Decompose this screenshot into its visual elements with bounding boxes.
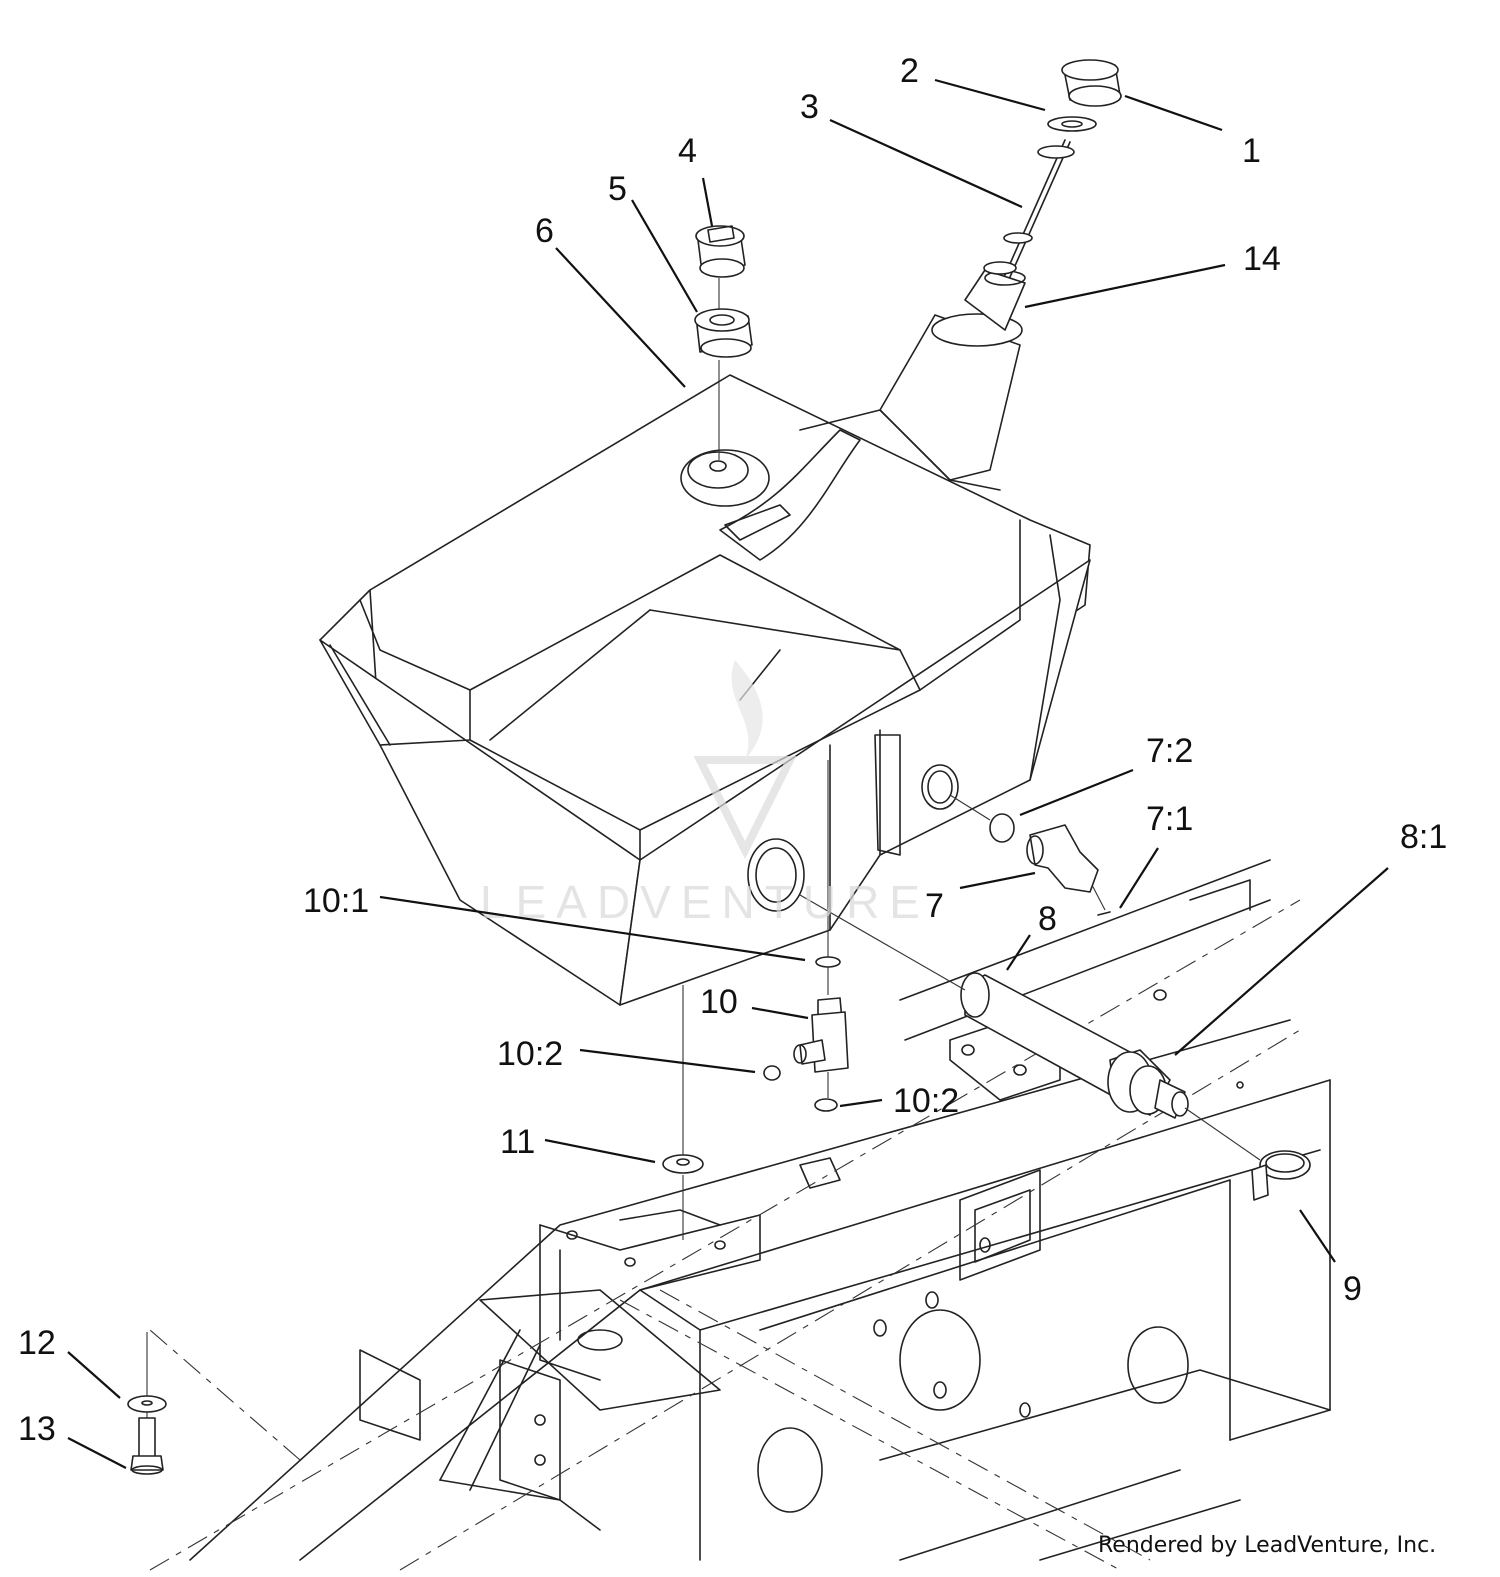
gauge-nut [694,308,753,460]
callout-2: 2 [900,52,919,90]
watermark-text: LEADVENTURE [480,876,930,928]
gasket [1047,116,1097,132]
render-credit: Rendered by LeadVenture, Inc. [1098,1533,1436,1558]
hose-clamp [1251,1150,1311,1201]
callout-6: 6 [535,212,554,250]
callout-7: 7 [925,887,944,925]
callout-10-2-right: 10:2 [893,1082,959,1120]
callout-5: 5 [608,170,627,208]
callout-8-1: 8:1 [1400,818,1447,856]
fuel-shutoff-valve [763,760,849,1112]
callout-4: 4 [678,132,697,170]
gauge-cap [695,225,746,310]
tank-spacer-washer [662,985,704,1240]
callout-11: 11 [500,1123,535,1161]
callout-12: 12 [18,1324,56,1362]
callout-labels: 1 2 3 4 5 6 14 7:2 7:1 7 8 8:1 9 10:1 10… [18,52,1447,1448]
frame-assembly [149,859,1331,1571]
leader-lines [67,78,1389,1469]
fuel-cap [1061,59,1122,107]
callout-7-2: 7:2 [1146,732,1193,770]
washer-and-bolt [127,1332,167,1475]
vent-tube [983,139,1075,278]
callout-3: 3 [800,88,819,126]
callout-1: 1 [1242,132,1261,170]
fuel-outlet-tube [799,894,1261,1161]
callout-8: 8 [1038,900,1057,938]
callout-10-1: 10:1 [303,882,369,920]
callout-14: 14 [1243,240,1281,278]
fuel-tank [319,269,1091,1006]
callout-7-1: 7:1 [1146,800,1193,838]
callout-10-2-left: 10:2 [497,1035,563,1073]
watermark: LEADVENTURE [480,660,930,928]
callout-13: 13 [18,1410,56,1448]
callout-10: 10 [700,983,738,1021]
elbow-fitting [949,794,1111,916]
callout-9: 9 [1343,1270,1362,1308]
